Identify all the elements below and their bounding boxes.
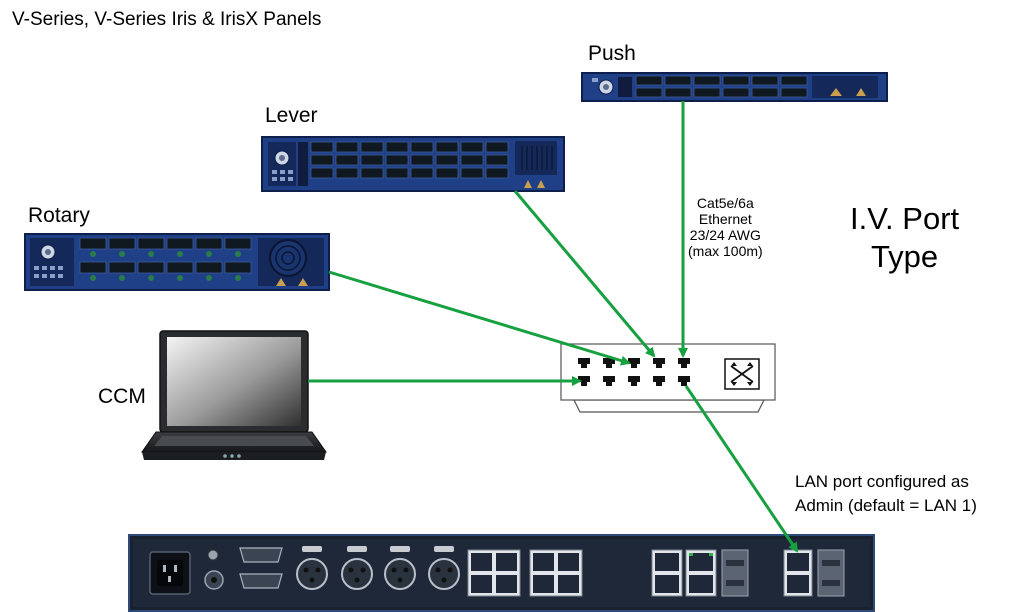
cable-frame [684,385,799,553]
push-panel-label: Push [588,42,636,65]
push-panel [581,72,888,102]
rotary-panel [24,233,330,291]
ccm-label: CCM [98,385,146,408]
cable-group [308,101,799,553]
cable-spec-line: (max 100m) [688,243,763,259]
port-type-line: I.V. Port [850,201,960,236]
laptop-icon [141,330,327,460]
rotary-panel-label: Rotary [28,204,90,227]
network-switch [560,343,776,413]
cable-spec-line: 23/24 AWG [689,227,761,243]
cable-spec-note: Cat5e/6a Ethernet 23/24 AWG (max 100m) [688,195,763,259]
cable-spec-line: Ethernet [698,211,752,227]
cable-lever [513,190,656,358]
lan-note-line: Admin (default = LAN 1) [795,496,977,515]
lever-panel [261,136,565,192]
lan-port-note: LAN port configured as Admin (default = … [795,470,977,518]
rear-frame-unit [128,534,875,612]
switch-icon [724,358,760,390]
lan-note-line: LAN port configured as [795,472,969,491]
cable-spec-line: Cat5e/6a [696,195,754,211]
cable-rotary [328,270,631,366]
lever-panel-label: Lever [265,104,318,127]
port-type-line: Type [870,239,939,274]
port-type-heading: I.V. Port Type [850,200,959,276]
page-title: V-Series, V-Series Iris & IrisX Panels [12,9,322,30]
